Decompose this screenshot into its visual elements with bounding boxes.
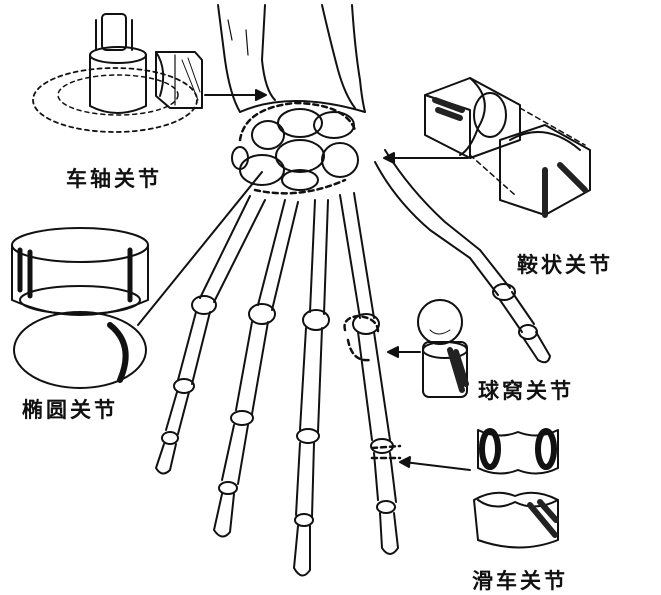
pivot-arrowhead [255, 89, 267, 101]
pivot-joint-model [32, 13, 203, 133]
ball-socket-joint-label: 球窝关节 [478, 379, 574, 403]
hinge-pointer-arrow [403, 461, 471, 471]
pivot-joint-label: 车轴关节 [66, 167, 162, 191]
ellipsoid-joint-label: 椭圆关节 [22, 398, 118, 422]
forearm-bones [217, 4, 366, 113]
finger-phalanges [155, 249, 551, 577]
hinge-joint-model [473, 428, 559, 549]
ball-socket-joint-model [417, 299, 469, 398]
ellipsoid-pointer-line [137, 171, 263, 326]
ball-arrowhead [387, 346, 399, 358]
saddle-arrowhead [383, 152, 395, 164]
hinge-arrowhead [399, 456, 411, 468]
carpal-bones [231, 108, 359, 191]
metacarpal-bones [199, 149, 481, 319]
saddle-joint-model [424, 77, 591, 218]
saddle-joint-label: 鞍状关节 [517, 253, 613, 277]
ellipsoid-joint-model [11, 227, 149, 389]
hinge-joint-label: 滑车关节 [472, 569, 568, 593]
